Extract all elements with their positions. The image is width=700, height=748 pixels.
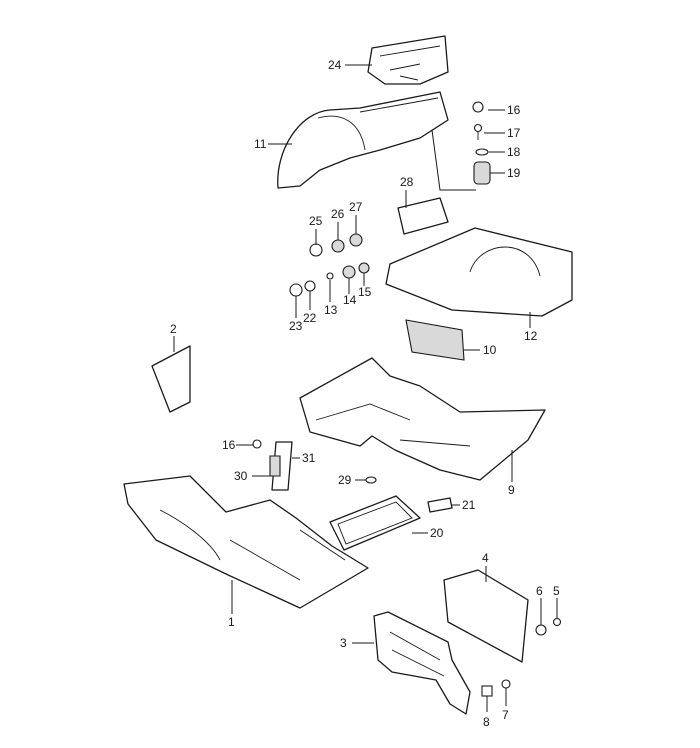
part-24-cover xyxy=(367,35,449,85)
label-13: 13 xyxy=(324,303,338,317)
part-4-plate xyxy=(443,569,529,663)
part-12-rear-carpet xyxy=(385,227,573,317)
label-18: 18 xyxy=(507,145,521,159)
label-15: 15 xyxy=(358,285,372,299)
label-12: 12 xyxy=(524,329,538,343)
label-20: 20 xyxy=(430,526,444,540)
label-21: 21 xyxy=(462,498,476,512)
label-8: 8 xyxy=(483,715,490,729)
label-11: 11 xyxy=(254,137,267,151)
part-10-mat xyxy=(405,319,465,361)
hardware-16-19 xyxy=(472,101,491,185)
label-28: 28 xyxy=(400,175,414,189)
label-6: 6 xyxy=(536,584,543,598)
part-11-wheel-arch xyxy=(277,91,449,189)
hardware-5-6 xyxy=(535,617,562,636)
label-24: 24 xyxy=(328,58,342,72)
label-27: 27 xyxy=(349,200,363,214)
part-2-panel xyxy=(151,345,191,413)
label-4: 4 xyxy=(482,551,489,565)
label-5: 5 xyxy=(553,584,560,598)
label-2: 2 xyxy=(170,322,177,336)
label-16-right: 16 xyxy=(507,103,521,117)
label-16-left: 16 xyxy=(222,438,236,452)
label-7: 7 xyxy=(502,708,509,722)
label-19: 19 xyxy=(507,166,521,180)
part-1-floor-tray xyxy=(123,475,369,609)
label-29: 29 xyxy=(338,473,352,487)
label-1: 1 xyxy=(228,615,235,629)
label-17: 17 xyxy=(507,126,521,140)
label-10: 10 xyxy=(483,343,497,357)
part-20-gasket xyxy=(329,495,421,551)
label-3: 3 xyxy=(340,636,347,650)
parts-16-30-31 xyxy=(252,439,293,491)
label-31: 31 xyxy=(302,451,316,465)
label-9: 9 xyxy=(508,483,515,497)
label-26: 26 xyxy=(331,207,345,221)
label-23: 23 xyxy=(289,319,303,333)
label-30: 30 xyxy=(234,469,248,483)
label-14: 14 xyxy=(343,293,357,307)
part-28-block xyxy=(397,197,449,235)
part-9-floor-carpet xyxy=(299,357,546,481)
bracket-line xyxy=(431,129,476,191)
part-3-bracket xyxy=(373,611,471,715)
label-22: 22 xyxy=(303,311,317,325)
label-25: 25 xyxy=(309,214,323,228)
leader-lines xyxy=(173,64,558,712)
fasteners-29-21 xyxy=(365,476,453,513)
part-number-labels: 24 16 17 18 19 11 28 25 26 27 13 14 15 2… xyxy=(170,58,560,729)
